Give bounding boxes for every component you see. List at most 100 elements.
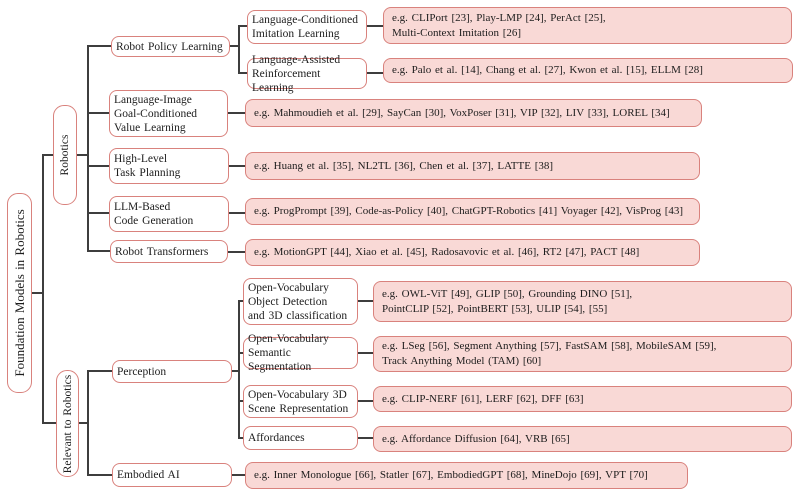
connector-to-lang-image — [87, 112, 110, 114]
connector-lang-image-leaf — [228, 112, 246, 114]
connector-to-robotics — [42, 154, 54, 156]
node-foundation-models-root: Foundation Models in Robotics — [7, 193, 32, 393]
node-label: Reinforcement Learning — [252, 67, 321, 94]
leaf-text: Track Anything Model (TAM) [60] — [382, 355, 542, 367]
node-ov-semantic-segmentation: Open-Vocabulary Semantic Segmentation — [243, 333, 358, 373]
node-label: Robot Policy Learning — [116, 40, 223, 53]
node-label: Embodied AI — [117, 469, 180, 481]
examples-affordances: e.g. Affordance Diffusion [64], VRB [65] — [373, 426, 792, 452]
node-label: Open-Vocabulary — [248, 281, 329, 294]
examples-embodied-ai: e.g. Inner Monologue [66], Statler [67],… — [245, 462, 688, 489]
node-robot-policy-learning: Robot Policy Learning — [111, 36, 230, 57]
examples-robot-transformers: e.g. MotionGPT [44], Xiao et al. [45], R… — [245, 239, 700, 266]
leaf-text: e.g. MotionGPT [44], Xiao et al. [45], R… — [254, 246, 640, 258]
node-robotics: Robotics — [53, 105, 77, 205]
connector-ov-scene-leaf — [358, 400, 374, 402]
examples-llm-code-generation: e.g. ProgPrompt [39], Code-as-Policy [40… — [245, 198, 700, 225]
node-label: Semantic Segmentation — [248, 347, 312, 373]
node-label: Task Planning — [114, 167, 181, 179]
node-language-image-value-learning: Language-Image Goal-Conditioned Value Le… — [109, 90, 228, 137]
node-label: Robot Transformers — [115, 245, 209, 258]
connector-rl-leaf — [367, 72, 384, 74]
leaf-text: e.g. LSeg [56], Segment Anything [57], F… — [382, 340, 717, 352]
connector-embodied-leaf — [232, 474, 246, 476]
connector-root-trunk — [42, 154, 44, 424]
leaf-text: e.g. CLIPort [23], Play-LMP [24], PerAct… — [392, 11, 606, 24]
connector-robot-transformers-leaf — [228, 251, 246, 253]
node-ov-3d-scene-representation: Open-Vocabulary 3D Scene Representation — [243, 385, 358, 418]
connector-to-relevant — [42, 422, 57, 424]
node-label: High-Level — [114, 153, 168, 165]
node-label: Language-Image — [114, 93, 192, 106]
examples-language-image-value: e.g. Mahmoudieh et al. [29], SayCan [30]… — [245, 99, 702, 127]
node-high-level-task-planning: High-Level Task Planning — [109, 148, 229, 184]
node-label: Language-Assisted — [252, 53, 341, 66]
connector-ov-detection-leaf — [358, 300, 374, 302]
connector-relevant-out — [79, 422, 88, 424]
node-llm-based-code-generation: LLM-Based Code Generation — [109, 196, 229, 232]
examples-imitation-learning: e.g. CLIPort [23], Play-LMP [24], PerAct… — [383, 7, 792, 44]
examples-ov-3d-scene: e.g. CLIP-NERF [61], LERF [62], DFF [63] — [373, 386, 792, 412]
node-embodied-ai: Embodied AI — [112, 463, 232, 487]
node-label: Perception — [117, 365, 167, 378]
node-label: Language-Conditioned — [252, 14, 359, 26]
connector-to-ov-segmentation — [238, 352, 244, 354]
leaf-text: e.g. Mahmoudieh et al. [29], SayCan [30]… — [254, 106, 670, 119]
node-label: Object Detection — [248, 295, 328, 308]
leaf-text: e.g. Inner Monologue [66], Statler [67],… — [254, 469, 648, 481]
connector-imitation-leaf — [367, 25, 384, 27]
connector-perception-out — [232, 370, 239, 372]
node-robot-transformers: Robot Transformers — [110, 240, 228, 263]
connector-to-ov-detection — [238, 300, 244, 302]
robotics-label: Robotics — [59, 134, 71, 176]
node-label: Goal-Conditioned — [114, 107, 198, 120]
connector-perception-trunk — [238, 300, 240, 439]
connector-to-high-level — [87, 165, 110, 167]
leaf-text: e.g. OWL-ViT [49], GLIP [50], Grounding … — [382, 287, 633, 300]
connector-to-affordances — [238, 437, 244, 439]
connector-ov-segmentation-leaf — [358, 352, 374, 354]
connector-to-embodied — [87, 474, 113, 476]
leaf-text: PointCLIP [52], PointBERT [53], ULIP [54… — [382, 302, 608, 315]
connector-root-out — [32, 292, 43, 294]
node-label: Open-Vocabulary 3D — [248, 388, 347, 401]
connector-robot-policy-out — [230, 45, 239, 47]
leaf-text: e.g. CLIP-NERF [61], LERF [62], DFF [63] — [382, 392, 584, 405]
examples-ov-semantic-segmentation: e.g. LSeg [56], Segment Anything [57], F… — [373, 336, 792, 372]
node-label: Value Learning — [114, 121, 186, 134]
node-perception: Perception — [112, 360, 232, 383]
node-label: LLM-Based — [114, 201, 171, 213]
connector-to-imitation — [238, 25, 248, 27]
connector-to-ov-scene — [238, 400, 244, 402]
leaf-text: Multi-Context Imitation [26] — [392, 26, 522, 39]
connector-to-perception — [87, 370, 113, 372]
connector-robotics-trunk — [87, 45, 89, 252]
node-affordances: Affordances — [243, 426, 358, 450]
connector-llm-code-leaf — [229, 212, 246, 214]
leaf-text: e.g. Huang et al. [35], NL2TL [36], Chen… — [254, 159, 554, 172]
connector-affordances-leaf — [358, 437, 374, 439]
leaf-text: e.g. Palo et al. [14], Chang et al. [27]… — [392, 64, 703, 76]
examples-ov-object-detection: e.g. OWL-ViT [49], GLIP [50], Grounding … — [373, 281, 792, 322]
examples-high-level-task-planning: e.g. Huang et al. [35], NL2TL [36], Chen… — [245, 152, 700, 180]
connector-to-rl — [238, 72, 248, 74]
node-label: Scene Representation — [248, 402, 349, 415]
node-language-conditioned-imitation: Language-Conditioned Imitation Learning — [247, 10, 367, 44]
root-label: Foundation Models in Robotics — [11, 209, 27, 377]
connector-relevant-trunk — [87, 370, 89, 476]
node-language-assisted-rl: Language-Assisted Reinforcement Learning — [247, 54, 367, 94]
connector-to-robot-transformers — [87, 250, 111, 252]
connector-robot-policy-trunk — [238, 25, 240, 74]
examples-language-assisted-rl: e.g. Palo et al. [14], Chang et al. [27]… — [383, 58, 793, 83]
node-label: Code Generation — [114, 215, 194, 227]
node-label: and 3D classification — [248, 309, 348, 322]
node-label: Open-Vocabulary — [248, 333, 329, 345]
connector-to-robot-policy — [87, 45, 112, 47]
node-relevant-to-robotics: Relevant to Robotics — [56, 370, 79, 477]
node-label: Affordances — [248, 432, 305, 444]
connector-to-llm-code — [87, 212, 110, 214]
connector-high-level-leaf — [229, 165, 246, 167]
node-ov-object-detection: Open-Vocabulary Object Detection and 3D … — [243, 278, 358, 325]
leaf-text: e.g. ProgPrompt [39], Code-as-Policy [40… — [254, 205, 684, 217]
